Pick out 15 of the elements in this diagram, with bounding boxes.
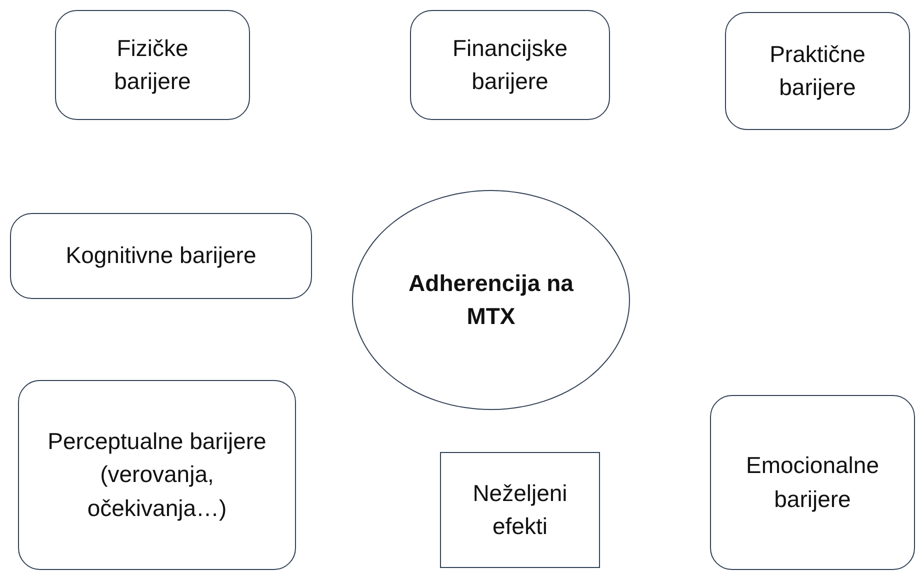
rounded-box [55,10,250,120]
rounded-box [10,213,312,299]
rounded-box [710,395,915,570]
node-text: Emocionalne barijere [745,451,880,514]
rounded-box [410,10,610,120]
process-box [440,452,600,568]
node-text: Fizičke barijere [113,34,192,96]
node-text: Adherencija na MTX [408,268,574,331]
node-text: Praktične barijere [768,40,866,102]
rounded-box [725,12,910,130]
rounded-box [18,380,296,570]
node-text: Financijske barijere [451,34,569,96]
node-text: Neželjeni efekti [472,478,568,541]
node-text: Kognitivne barijere [64,241,258,270]
node-text: Perceptualne barijere (verovanja, očekivanja…) [46,426,268,523]
